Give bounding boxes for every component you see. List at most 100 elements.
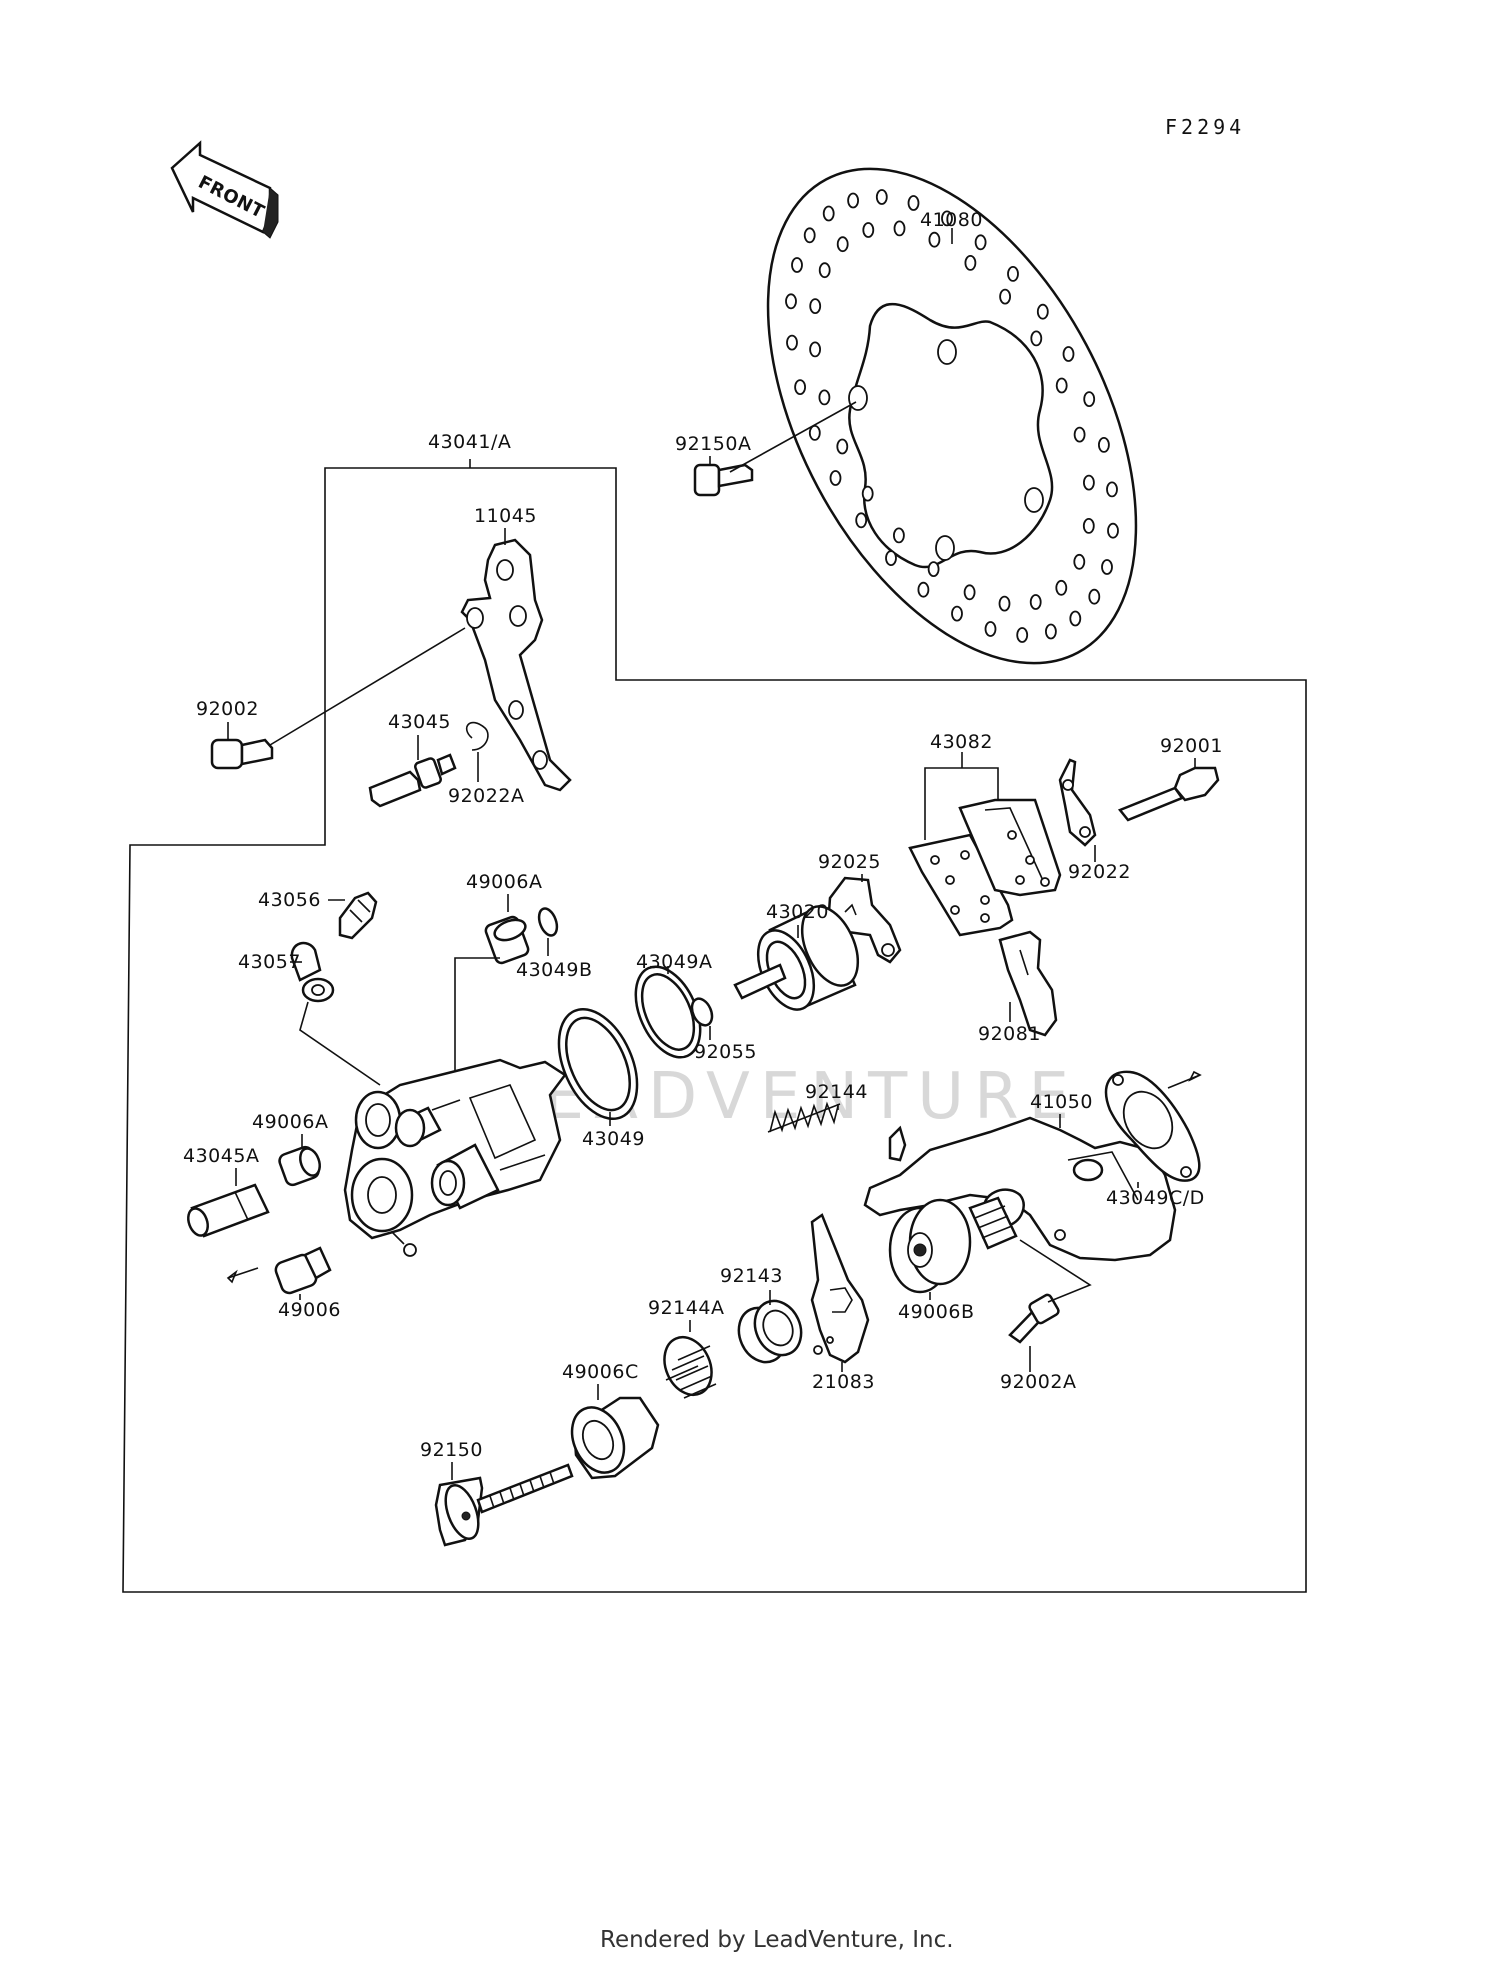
label-43049A: 43049A [636, 951, 712, 973]
label-92055: 92055 [694, 1041, 757, 1063]
boot-49006 [274, 1246, 332, 1295]
disc-vent-hole [984, 621, 997, 637]
o-ring [690, 997, 714, 1027]
brake-holder [863, 1116, 1177, 1262]
disc-vent-hole [829, 470, 842, 486]
disc-vent-hole [927, 561, 940, 577]
diagram-code: F2294 [1165, 115, 1245, 139]
small-spring [767, 1101, 841, 1133]
disc-vent-hole [951, 605, 963, 622]
front-arrow-icon: FRONT [170, 140, 279, 239]
label-49006A-left: 49006A [252, 1111, 328, 1133]
disc-vent-hole [893, 220, 906, 237]
label-43049CD: 43049C/D [1106, 1187, 1205, 1209]
actuator-lever [810, 1213, 870, 1364]
assembly-outline [122, 467, 1307, 1593]
label-43045A: 43045A [183, 1145, 259, 1167]
caliper-bracket [460, 538, 572, 792]
label-92150A: 92150A [675, 433, 751, 455]
disc-vent-hole [808, 424, 821, 441]
disc-vent-hole [791, 257, 803, 273]
disc-vent-hole [836, 438, 849, 455]
dust-cover [570, 1396, 660, 1480]
label-92143: 92143 [720, 1265, 783, 1287]
disc-vent-hole [1073, 553, 1086, 570]
brake-pads [908, 798, 1062, 937]
bleeder-cap [290, 941, 335, 1003]
pad-clip [1058, 758, 1097, 847]
disc-vent-hole [907, 195, 920, 211]
boot-seal-top [484, 915, 530, 965]
holder-gasket [1104, 1070, 1201, 1182]
label-43041A: 43041/A [428, 431, 511, 453]
disc-vent-hole [885, 550, 897, 566]
label-43020: 43020 [766, 901, 829, 923]
caliper-pin [368, 753, 457, 808]
disc-vent-hole [803, 227, 816, 244]
disc-vent-hole [941, 210, 953, 227]
caliper-piston [733, 904, 860, 1011]
label-43056: 43056 [258, 889, 321, 911]
label-43049B: 43049B [516, 959, 592, 981]
caliper-pin-a [187, 1183, 270, 1238]
disc-vent-hole [809, 341, 821, 358]
disc-vent-hole [893, 527, 905, 544]
disc-vent-hole [964, 254, 977, 271]
caliper-body [343, 1058, 567, 1257]
disc-vent-hole [1007, 265, 1019, 282]
disc-vent-hole [999, 288, 1011, 305]
label-92144: 92144 [805, 1081, 868, 1103]
disc-vent-hole [855, 512, 868, 529]
label-92144A: 92144A [648, 1297, 724, 1319]
disc-vent-hole [818, 389, 831, 406]
disc-vent-hole [785, 293, 797, 310]
disc-vent-hole [1030, 330, 1043, 347]
disc-vent-hole [1036, 303, 1049, 320]
disc-vent-hole [1055, 377, 1068, 394]
disc-vent-hole [836, 236, 849, 253]
disc-vent-hole [963, 584, 976, 601]
bracket-bolt [210, 627, 466, 770]
disc-vent-hole [1029, 594, 1042, 610]
label-43057: 43057 [238, 951, 301, 973]
disc-vent-hole [928, 231, 941, 248]
label-92022: 92022 [1068, 861, 1131, 883]
disc-vent-hole [1083, 391, 1096, 408]
adjuster-bolt [434, 1463, 574, 1547]
disc-vent-hole [1045, 623, 1057, 640]
label-43049: 43049 [582, 1128, 645, 1150]
label-21083: 21083 [812, 1371, 875, 1393]
disc-vent-hole [1083, 474, 1095, 491]
label-92001: 92001 [1160, 735, 1223, 757]
disc-vent-hole [1055, 579, 1068, 596]
label-92025: 92025 [818, 851, 881, 873]
disc-vent-hole [1062, 346, 1075, 362]
disc-vent-hole [822, 205, 835, 222]
large-spring [663, 1335, 717, 1399]
label-92002A: 92002A [1000, 1371, 1076, 1393]
retaining-clip [466, 721, 489, 751]
label-49006B: 49006B [898, 1301, 974, 1323]
label-92150: 92150 [420, 1439, 483, 1461]
disc-vent-hole [1069, 610, 1082, 627]
disc-vent-hole [809, 298, 822, 315]
disc-vent-hole [786, 334, 798, 351]
disc-vent-hole [998, 595, 1011, 612]
pad-spring [998, 930, 1058, 1037]
boot-seal-left [278, 1145, 321, 1187]
label-41050: 41050 [1030, 1091, 1093, 1113]
label-92022A: 92022A [448, 785, 524, 807]
label-49006C: 49006C [562, 1361, 639, 1383]
disc-vent-hole [861, 485, 874, 502]
disc-vent-hole [875, 189, 888, 205]
disc-vent-hole [1016, 627, 1029, 643]
bearing [888, 1198, 972, 1294]
footer-credit: Rendered by LeadVenture, Inc. [600, 1927, 954, 1953]
bleeder-valve [338, 891, 378, 940]
label-43082: 43082 [930, 731, 993, 753]
disc-vent-hole [974, 234, 987, 251]
seal-ring [737, 1299, 803, 1364]
disc-bolt [693, 401, 857, 497]
label-11045: 11045 [474, 505, 537, 527]
disc-vent-hole [847, 192, 859, 209]
